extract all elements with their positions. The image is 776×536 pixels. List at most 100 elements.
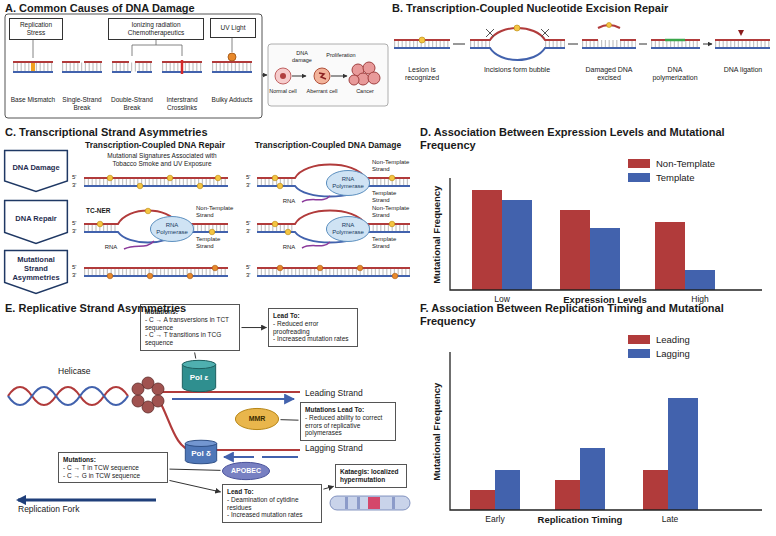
lesion-star <box>277 183 283 189</box>
mmr-oval: MMR <box>235 408 279 430</box>
connector <box>280 419 298 421</box>
helicase-ring <box>152 383 164 395</box>
step-label: DNA ligation <box>716 66 770 74</box>
panel-a-art <box>349 75 359 85</box>
strand-end: 3' <box>72 228 82 235</box>
panel-a-art <box>33 38 232 58</box>
chevron-outline <box>5 200 68 243</box>
panel-b-art <box>738 30 744 36</box>
legend-item: Non-Template <box>628 158 715 169</box>
process-label: TC-NER <box>86 207 116 215</box>
panel-d-chart <box>655 222 685 290</box>
panel-e-art <box>8 387 128 405</box>
node-text: Pol δ <box>187 449 215 459</box>
strand-end: 3' <box>72 182 82 189</box>
cell-label: Proliferation <box>322 52 360 59</box>
connector <box>242 327 267 328</box>
mutation-dot <box>317 265 323 271</box>
node-text: - Reduced ability to correct errors of r… <box>305 414 391 437</box>
node-text: - C → A transversions in TCT sequence <box>145 316 235 332</box>
panel-a-art <box>275 68 291 84</box>
mutation-dot <box>107 265 398 279</box>
panel-a-art <box>368 72 380 84</box>
legend-text: Leading <box>656 334 690 345</box>
helicase-ring <box>132 377 164 413</box>
panel-b-art <box>514 25 520 31</box>
panel-title: C. Transcriptional Strand Asymmetries <box>5 126 305 139</box>
panel-f-chart <box>580 448 605 510</box>
polymerase-blob: RNA Polymerase <box>326 170 370 196</box>
lesion-star <box>389 221 395 227</box>
polymerase-cylinder: Pol ε <box>182 360 216 392</box>
strand-end: 5' <box>72 174 82 181</box>
lesion-star <box>145 208 151 214</box>
strand-label: Non-Template Strand <box>196 205 238 219</box>
panel-title: E. Replicative Strand Asymmetries <box>5 302 265 315</box>
polymerase-outline <box>326 171 369 196</box>
tick-label: Late <box>650 514 690 524</box>
node-text: Lead To: <box>227 488 317 496</box>
node-text: Mutations: <box>63 456 163 464</box>
rna-label: RNA <box>102 244 120 251</box>
legend-swatch <box>628 335 650 344</box>
mutation-dot <box>277 265 283 271</box>
damage-label: Bulky Adducts <box>208 96 256 104</box>
panel-a-art <box>292 76 306 77</box>
panel-e-art <box>18 499 156 502</box>
panel-a-art <box>5 14 262 118</box>
strand-end: 5' <box>72 220 82 227</box>
apobec-oval: APOBEC <box>222 462 270 480</box>
mutation-dot <box>107 273 113 279</box>
lesion-star <box>272 175 278 181</box>
lesion-star <box>209 229 215 235</box>
legend-swatch <box>628 173 650 182</box>
panel-a-art <box>13 63 252 72</box>
strand-label: Non-Template Strand <box>372 205 414 219</box>
legend-text: Template <box>656 172 695 183</box>
strand-end: 3' <box>72 272 82 279</box>
note-box: Mutations Lead To:- Reduced ability to c… <box>300 402 396 441</box>
lesion-star <box>97 221 103 227</box>
mutation-dot <box>357 265 363 271</box>
panel-f-chart <box>450 352 762 510</box>
polymerase-cylinder: Pol δ <box>185 440 217 464</box>
connector <box>195 352 196 358</box>
panel-a-art <box>13 71 252 73</box>
legend-text: Lagging <box>656 348 690 359</box>
helicase-ring <box>132 395 144 407</box>
lesion-star <box>107 175 113 181</box>
strand-end: 5' <box>246 220 256 227</box>
note-label: Mutational Signatures Associated with To… <box>98 152 226 168</box>
legend-text: Non-Template <box>656 158 715 169</box>
axis-title: Mutational Frequency <box>431 376 442 486</box>
connector <box>170 469 221 470</box>
rna-label: RNA <box>280 198 298 205</box>
panel-f-chart <box>668 398 698 510</box>
node-text: Mutational Strand Asymmetries <box>7 255 65 282</box>
node-text: MMR <box>239 415 275 423</box>
lesion-star <box>137 183 143 189</box>
panel-e-art <box>172 398 294 400</box>
panel-b-art <box>486 29 549 37</box>
step-label: Damaged DNA excised <box>581 66 637 83</box>
panel-a-art <box>5 14 388 118</box>
chevron-step: DNA Repair <box>4 200 68 244</box>
legend-item: Template <box>628 172 695 183</box>
panel-a-art <box>262 75 267 76</box>
cylinder-outline <box>182 360 215 368</box>
mutation-dot <box>212 265 218 271</box>
rna-label: RNA <box>280 244 298 251</box>
part-label: Helicase <box>58 366 110 376</box>
node-text: Ionizing radiation Chemotherapeutics <box>112 21 200 37</box>
panel-d-chart <box>502 200 532 290</box>
panel-c-art <box>84 165 410 279</box>
panel-title: A. Common Causes of DNA Damage <box>5 2 265 15</box>
panel-a-art <box>331 76 347 77</box>
panel-e-art <box>392 497 395 509</box>
panel-a-art <box>181 60 184 74</box>
tick-label: Early <box>475 514 515 524</box>
polymerase-blob: RNA Polymerase <box>150 216 194 242</box>
panel-title: D. Association Between Expression Levels… <box>420 126 770 152</box>
node-text: Lead To: <box>273 312 353 320</box>
